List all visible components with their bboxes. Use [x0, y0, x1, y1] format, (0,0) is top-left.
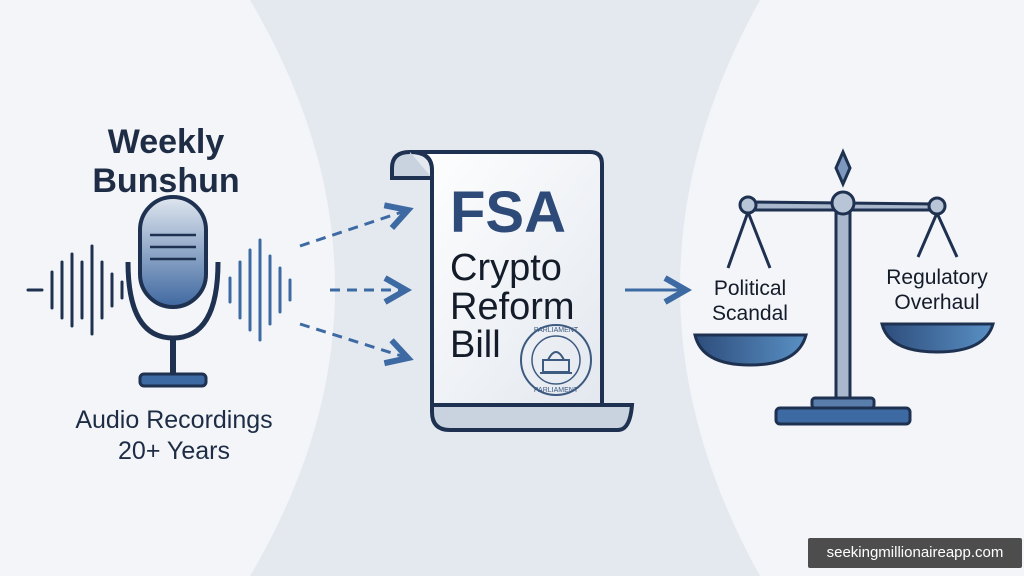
left-pan-label-line1: Political: [714, 277, 786, 300]
parliament-seal-icon: PARLIAMENT PARLIAMENT: [520, 324, 592, 396]
arrow-to-bill-top: [299, 210, 408, 248]
source-caption-line1: Audio Recordings: [75, 406, 272, 434]
sound-wave-right-icon: [228, 238, 292, 342]
bill-title: FSA: [450, 180, 566, 245]
seal-text-bottom: PARLIAMENT: [534, 387, 579, 394]
right-pan-label-line1: Regulatory: [886, 266, 988, 289]
left-pan-label-line2: Scandal: [712, 302, 788, 325]
sound-wave-left-icon: [26, 244, 124, 336]
balance-scale-icon: [693, 148, 995, 426]
arrow-to-bill-bottom: [299, 322, 408, 358]
bill-line2: Reform: [450, 286, 575, 328]
watermark: seekingmillionaireapp.com: [808, 538, 1022, 568]
seal-text-top: PARLIAMENT: [534, 327, 579, 334]
microphone-icon: [125, 195, 221, 388]
source-title-line2: Bunshun: [92, 162, 239, 200]
source-title-line1: Weekly: [108, 123, 225, 161]
right-panel-bg: [680, 0, 1024, 576]
right-pan-label-line2: Overhaul: [894, 291, 979, 314]
source-caption-line2: 20+ Years: [118, 437, 230, 465]
bill-line1: Crypto: [450, 247, 562, 289]
bill-line3: Bill: [450, 324, 501, 366]
scroll-document-icon: [390, 150, 635, 432]
